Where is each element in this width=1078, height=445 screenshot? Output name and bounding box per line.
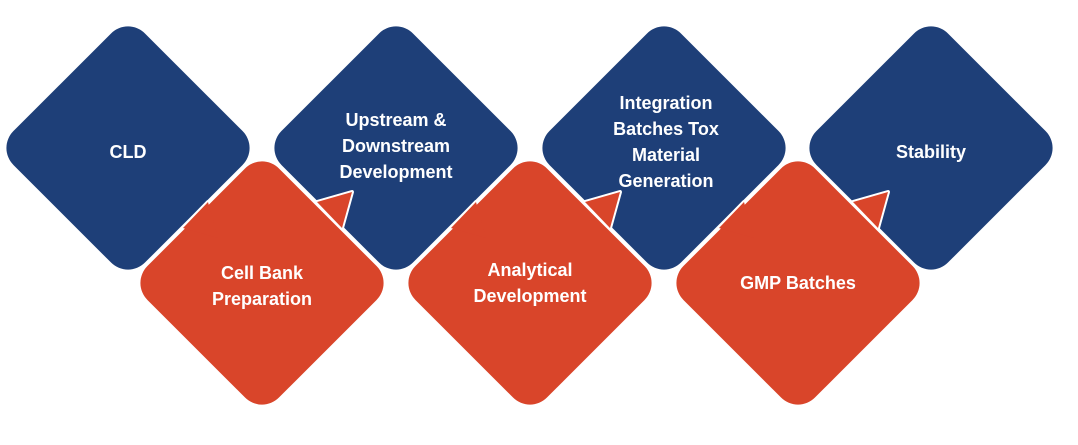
callout-tail-fill: [853, 192, 888, 228]
step-label-cell-bank: Cell Bank Preparation: [211, 263, 313, 309]
step-label-stability: Stability: [895, 142, 966, 162]
step-label-upstream-downstream: Upstream & Downstream Development: [339, 110, 453, 182]
step-label-analytical: Analytical Development: [473, 260, 587, 306]
callout-tail-fill: [451, 202, 486, 238]
callout-tail-fill: [585, 192, 620, 228]
callout-tail-fill: [183, 202, 218, 238]
blue-step-diamond: [6, 26, 250, 270]
callout-tail-fill: [719, 202, 754, 238]
step-label-integration: Integration Batches Tox Material Generat…: [613, 93, 719, 191]
callout-tail-fill: [317, 192, 352, 228]
step-label-gmp: GMP Batches: [740, 273, 856, 293]
step-label-cld: CLD: [109, 142, 147, 162]
